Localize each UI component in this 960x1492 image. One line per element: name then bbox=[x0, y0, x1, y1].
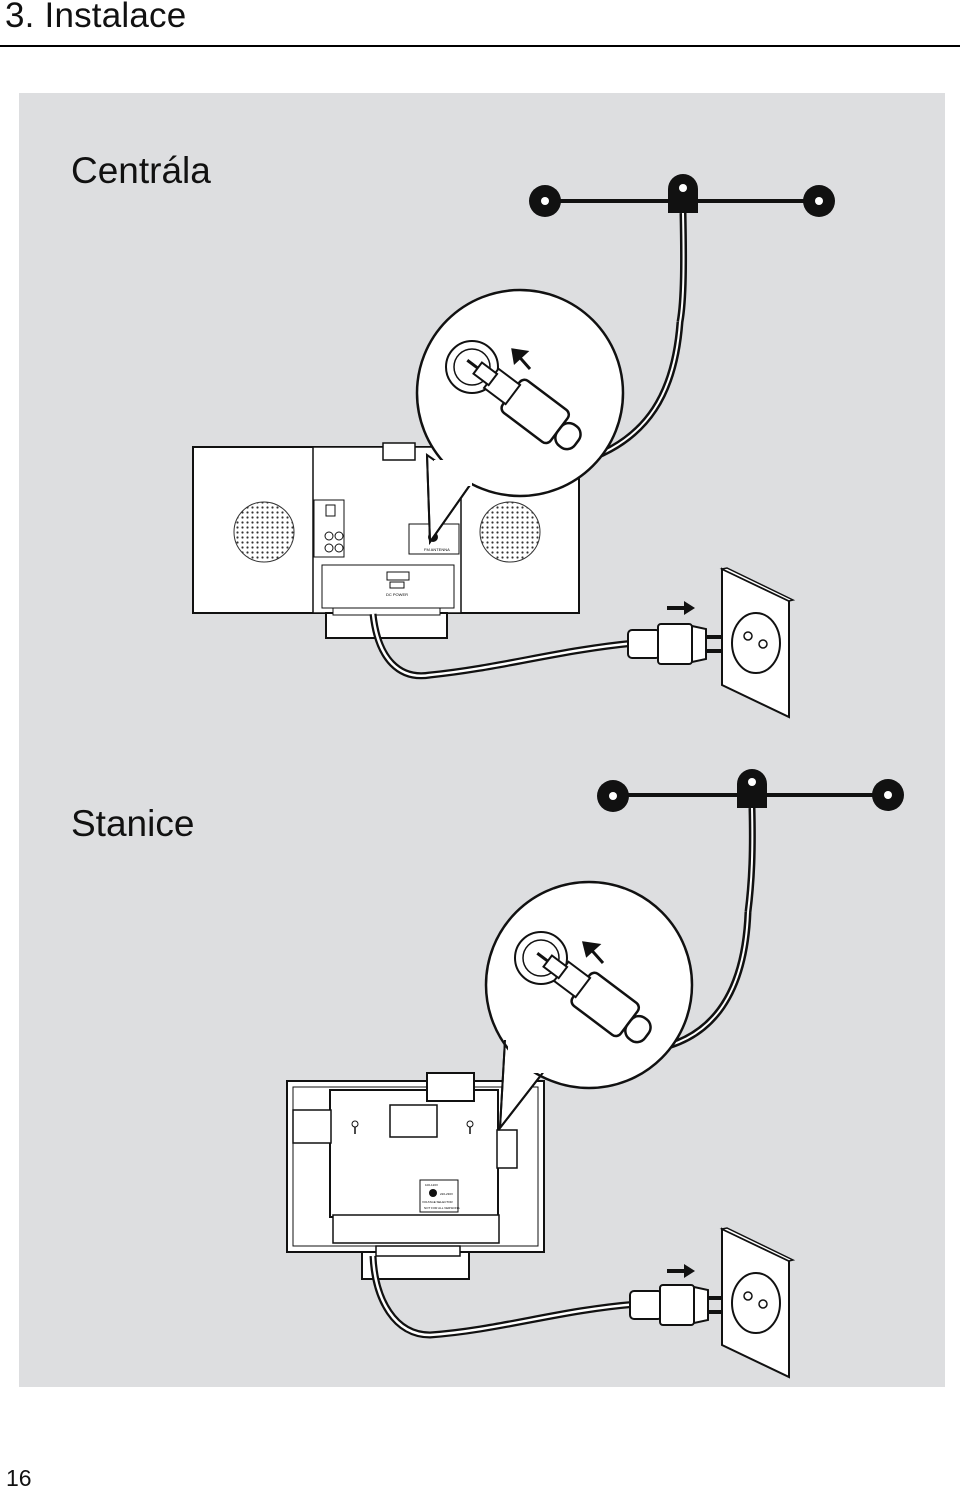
zoom-bubble-station-connector bbox=[484, 880, 694, 1132]
wall-socket-icon bbox=[719, 567, 796, 719]
power-plug-icon bbox=[627, 623, 722, 665]
zoom-bubble-antenna-connector bbox=[415, 288, 625, 546]
fm-antenna-jack-label: FM ANTENNA bbox=[424, 547, 450, 552]
dc-power-label: DC POWER bbox=[386, 592, 408, 597]
voltage-label: 100-120V bbox=[425, 1183, 438, 1187]
arrow-right-icon bbox=[667, 601, 695, 615]
power-plug-station-icon bbox=[629, 1284, 724, 1326]
section-label-station: Stanice bbox=[71, 803, 195, 844]
arrow-right-station-icon bbox=[667, 1264, 695, 1278]
page-number: 16 bbox=[6, 1465, 32, 1491]
page-title: 3. Instalace bbox=[5, 0, 187, 35]
voltage-selector-label: VOLTAGE SELECTOR bbox=[422, 1200, 454, 1204]
title-rule bbox=[0, 45, 960, 47]
wall-socket-station-icon bbox=[719, 1227, 796, 1379]
section-label-main-unit: Centrála bbox=[71, 150, 211, 191]
voltage-label-b: 220-230V bbox=[440, 1192, 453, 1196]
not-for-all-label: NOT FOR ALL VERSIONS bbox=[424, 1206, 460, 1210]
